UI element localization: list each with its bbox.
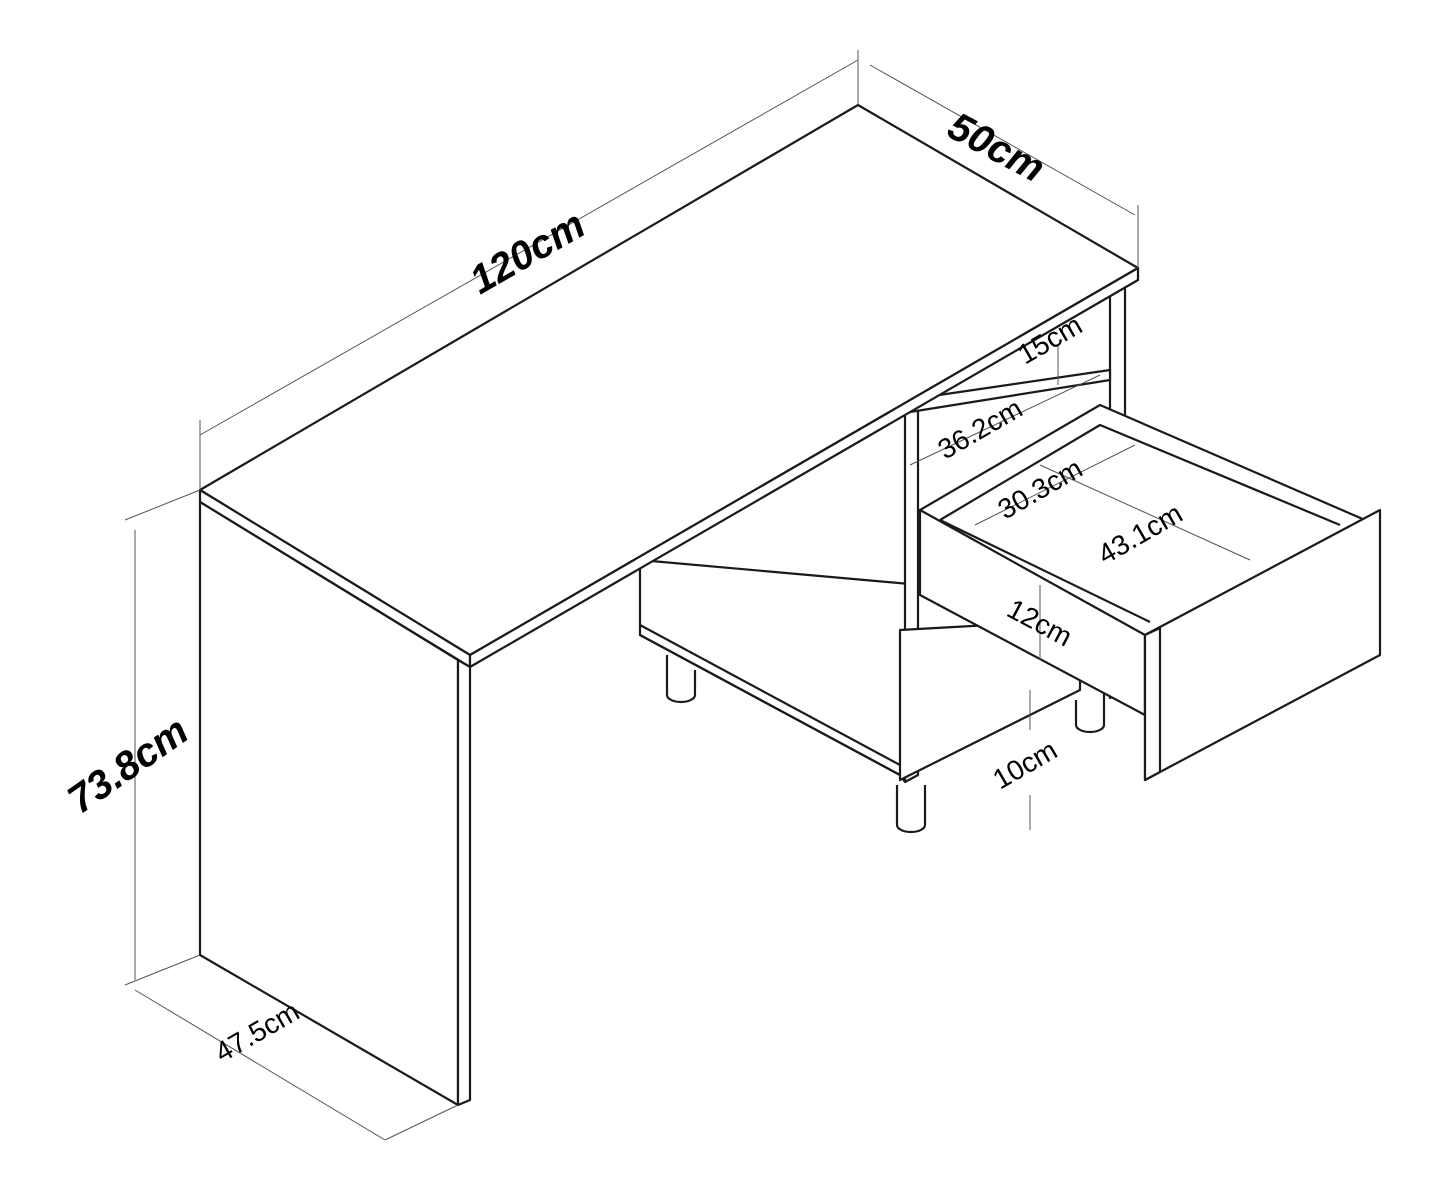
drawer [918, 403, 1382, 782]
dimension-lines [124, 50, 1251, 1141]
clearance-label: 10cm [988, 734, 1063, 795]
cabinet-legs [665, 655, 1106, 834]
leg-depth-label: 47.5cm [210, 995, 305, 1068]
height-label: 73.8cm [60, 709, 196, 823]
left-leg-panel [198, 500, 472, 1107]
shelf [898, 368, 1112, 782]
